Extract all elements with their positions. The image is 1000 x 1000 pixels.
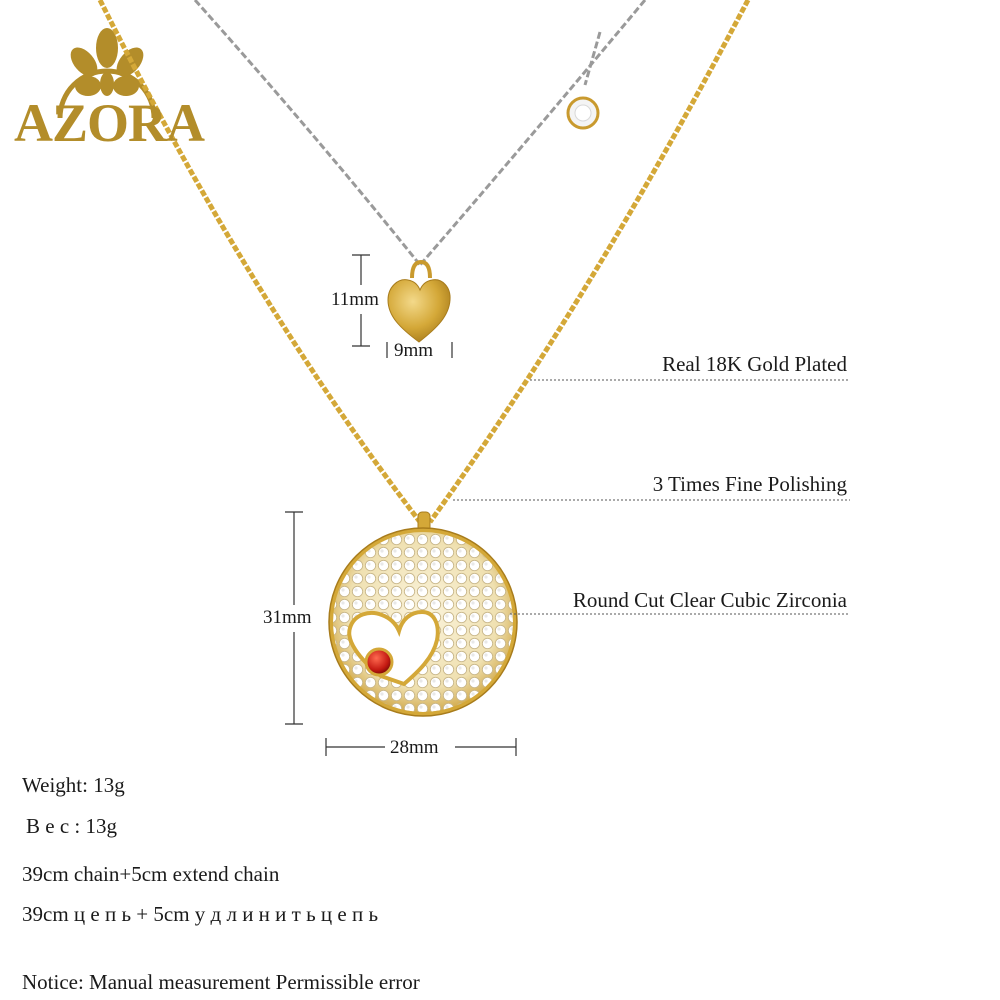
pendant-height-label: 31mm: [263, 607, 312, 628]
round-cz-charm: [566, 96, 600, 130]
disc-pendant: [328, 511, 518, 717]
chain-russian: 39cm ц е п ь + 5cm у д л и н и т ь ц е п…: [22, 902, 379, 926]
feature-cubic-zirconia: Round Cut Clear Cubic Zirconia: [572, 588, 847, 612]
heart-height-label: 11mm: [331, 289, 379, 310]
heart-width-label: 9mm: [394, 340, 434, 361]
silver-chain: [193, 0, 647, 266]
brand-logo-text: AZORA: [14, 93, 205, 153]
chain-english: 39cm chain+5cm extend chain: [22, 862, 280, 886]
pendant-width-label: 28mm: [390, 737, 439, 758]
gold-chain: [97, 0, 751, 524]
pendant-width-marker: [325, 738, 517, 756]
feature-polishing: 3 Times Fine Polishing: [652, 472, 847, 496]
pendant-height-marker: [285, 511, 303, 725]
weight-english: Weight: 13g: [22, 773, 125, 797]
callout-lines: [453, 379, 850, 615]
notice-text: Notice: Manual measurement Permissible e…: [22, 970, 420, 994]
weight-russian: В е с : 13g: [26, 814, 117, 838]
feature-gold-plated: Real 18K Gold Plated: [662, 352, 847, 376]
heart-height-marker: [352, 254, 370, 347]
heart-width-marker: [386, 342, 453, 358]
heart-lock-pendant: [387, 259, 451, 343]
